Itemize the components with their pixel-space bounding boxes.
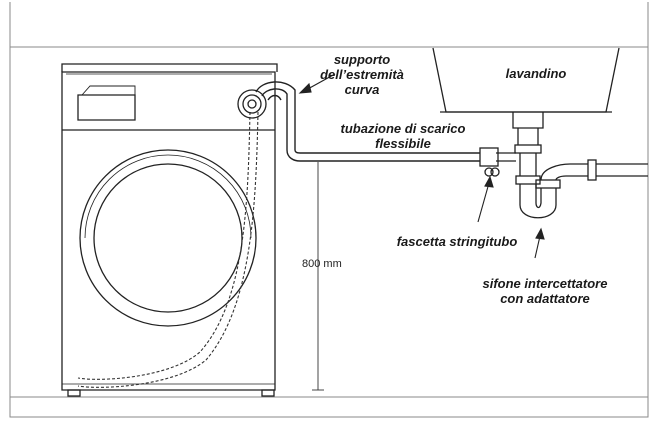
curved-end-support [255, 81, 296, 150]
label-supporto-line3: curva [344, 82, 380, 97]
label-supporto: supporto dell’estremità curva [312, 52, 412, 97]
label-sifone-line2: con adattatore [500, 291, 590, 306]
washing-machine [61, 63, 278, 397]
hose-coil [237, 89, 267, 119]
height-dimension-label: 800 mm [302, 258, 342, 270]
siphon-trap [479, 128, 648, 219]
label-sifone-line1: sifone intercettatore [482, 276, 608, 291]
hidden-drain-hose [77, 111, 259, 388]
sink [432, 47, 620, 129]
label-tubazione-line2: flessibile [375, 136, 431, 151]
label-supporto-line1: supporto [333, 52, 391, 67]
label-lavandino: lavandino [505, 66, 567, 81]
label-tubazione-line1: tubazione di scarico [340, 121, 466, 136]
label-tubazione: tubazione di scarico flessibile [328, 121, 478, 151]
label-supporto-line2: dell’estremità [320, 67, 404, 82]
label-fascetta: fascetta stringitubo [396, 234, 518, 249]
flexible-drain-pipe [286, 149, 480, 162]
height-dimension [312, 162, 324, 391]
diagram-frame [9, 46, 649, 418]
label-sifone: sifone intercettatore con adattatore [470, 276, 620, 306]
label-arrows [298, 73, 545, 259]
